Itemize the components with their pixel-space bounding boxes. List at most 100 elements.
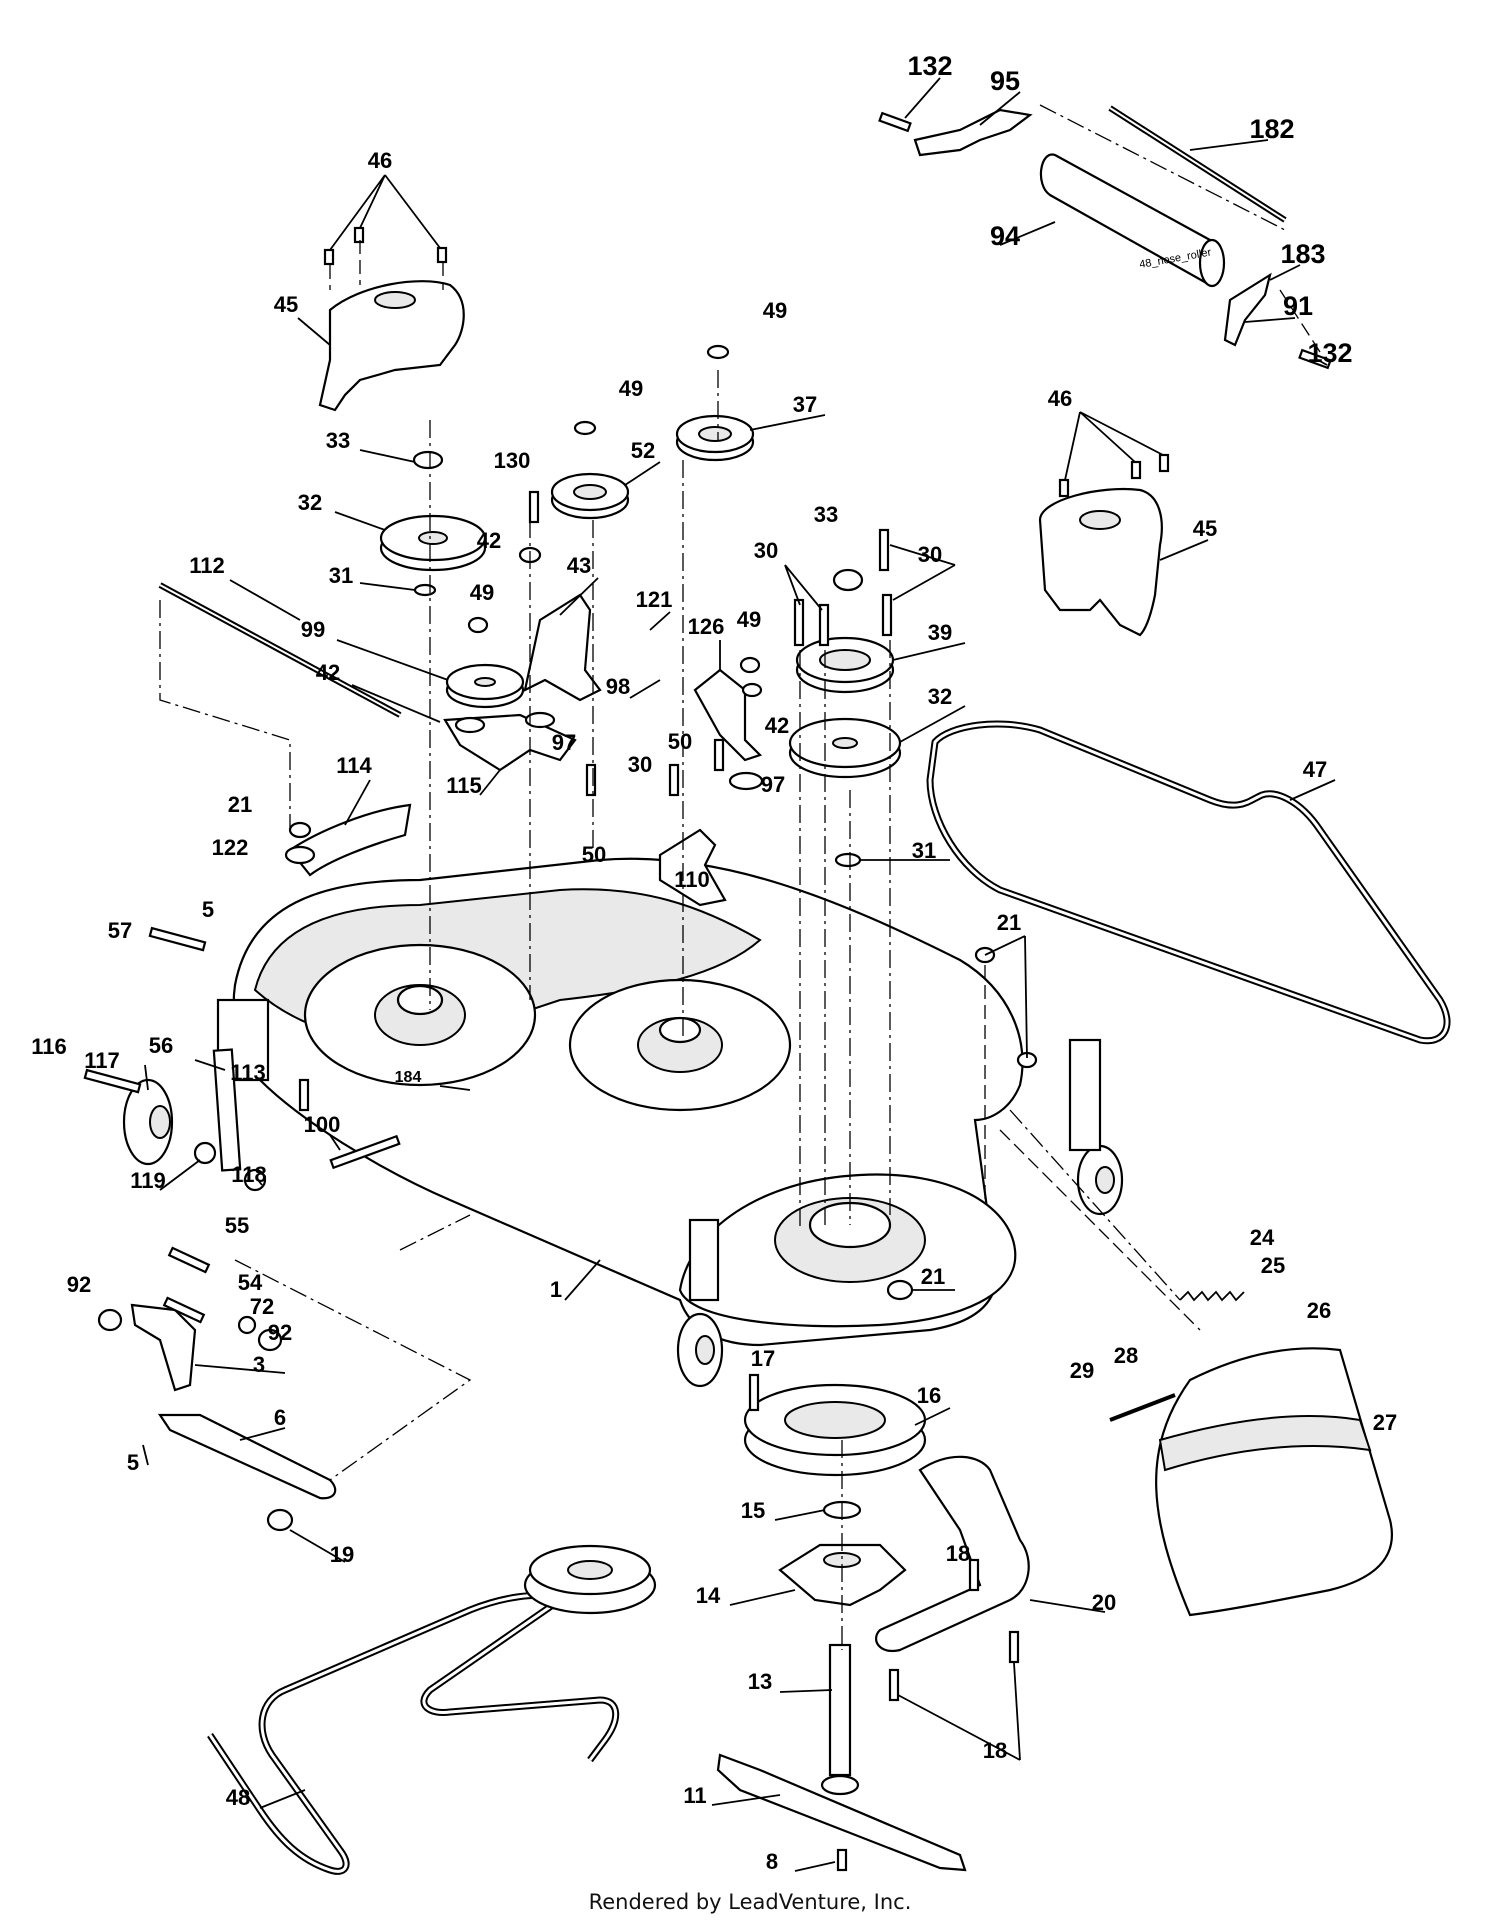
bracket-95: [913, 108, 1033, 157]
callout-c95: 95: [990, 66, 1020, 96]
callout-c30c: 30: [918, 542, 942, 567]
discharge-chute-27: [1155, 1347, 1393, 1617]
callout-c37: 37: [793, 392, 817, 417]
callout-c15: 15: [741, 1498, 765, 1523]
belt-48: [207, 1591, 620, 1875]
callout-c57: 57: [108, 918, 132, 943]
callout-c19: 19: [330, 1542, 354, 1567]
callout-c45b: 45: [1193, 516, 1217, 541]
callout-c49b: 49: [763, 298, 787, 323]
callout-c33a: 33: [326, 428, 350, 453]
callout-c18b: 18: [983, 1738, 1007, 1763]
callout-c91: 91: [1283, 291, 1313, 321]
axle-182: [1108, 105, 1287, 223]
callout-c50b: 50: [582, 842, 606, 867]
callout-c20: 20: [1092, 1590, 1116, 1615]
callout-c26: 26: [1307, 1298, 1331, 1323]
callout-c8: 8: [766, 1849, 778, 1874]
leader-lines: [142, 77, 1336, 1872]
callout-c49a: 49: [619, 376, 643, 401]
callout-c100: 100: [304, 1112, 341, 1137]
rod-29: [1109, 1393, 1176, 1422]
footer-credit: Rendered by LeadVenture, Inc.: [588, 1890, 912, 1914]
baffle-114: [288, 803, 412, 877]
mower-deck-1: [216, 857, 1024, 1347]
callout-c98: 98: [606, 674, 630, 699]
callout-c13: 13: [748, 1669, 772, 1694]
callout-c115: 115: [446, 773, 482, 798]
belt-47: [926, 720, 1451, 1045]
callout-c56: 56: [149, 1033, 173, 1058]
callout-c117: 117: [84, 1048, 120, 1073]
callout-c32a: 32: [298, 490, 322, 515]
callout-c183: 183: [1280, 239, 1325, 269]
callout-c43: 43: [567, 553, 591, 578]
bracket-110: [658, 828, 727, 907]
link-6: [157, 1413, 337, 1500]
callout-c54: 54: [238, 1270, 263, 1295]
callout-c21c: 21: [921, 1264, 945, 1289]
callout-c182: 182: [1249, 114, 1294, 144]
callout-c42c: 42: [765, 713, 789, 738]
callout-c72: 72: [250, 1294, 274, 1319]
callout-c30a: 30: [628, 752, 652, 777]
callout-c50a: 50: [668, 729, 692, 754]
spring-25: [1179, 1290, 1245, 1302]
pulley-32-left: [379, 514, 487, 572]
gauge-wheel-117: [122, 1078, 174, 1166]
callout-c30b: 30: [754, 538, 778, 563]
callout-c119: 119: [130, 1168, 166, 1193]
callout-c52: 52: [631, 438, 655, 463]
callout-c42a: 42: [477, 528, 501, 553]
callout-c5b: 5: [127, 1450, 139, 1475]
callout-c184: 184: [395, 1069, 422, 1086]
callout-c18a: 18: [946, 1541, 970, 1566]
pulley-32-right: [788, 717, 902, 779]
nose-roller-94: 48_nose_roller: [1039, 153, 1226, 288]
pulley-39: [795, 636, 895, 694]
callout-c132b: 132: [1307, 338, 1352, 368]
pulley-99: [445, 663, 525, 709]
callout-c31a: 31: [329, 563, 353, 588]
bracket-3: [130, 1303, 197, 1392]
callout-c110: 110: [674, 867, 710, 892]
callout-c99: 99: [301, 617, 325, 642]
callout-c132a: 132: [907, 51, 952, 81]
callout-c97a: 97: [552, 730, 576, 755]
callout-c92a: 92: [67, 1272, 91, 1297]
callout-c3: 3: [253, 1352, 265, 1377]
callout-c27: 27: [1373, 1410, 1397, 1435]
pulley-assembly-48: [523, 1544, 657, 1615]
callout-c130: 130: [494, 448, 531, 473]
rod-112: [158, 582, 402, 718]
callout-c121: 121: [636, 587, 673, 612]
callout-c122: 122: [212, 835, 249, 860]
callout-c55: 55: [225, 1213, 249, 1238]
callout-c28: 28: [1114, 1343, 1138, 1368]
callout-c49d: 49: [737, 607, 761, 632]
callout-c24: 24: [1250, 1225, 1275, 1250]
callout-c29: 29: [1070, 1358, 1094, 1383]
callout-c92b: 92: [268, 1320, 292, 1345]
belt-cover-45-right: [1038, 487, 1163, 637]
callout-c47: 47: [1303, 757, 1327, 782]
bracket-91: [1223, 272, 1272, 347]
callout-c126: 126: [688, 614, 725, 639]
belt-cover-45-left: [318, 280, 465, 412]
spacer-16: [743, 1383, 927, 1477]
alignment-lines: [159, 104, 1321, 1650]
callout-c17: 17: [751, 1346, 775, 1371]
deflector-20: [875, 1455, 1030, 1653]
callout-c25: 25: [1261, 1253, 1285, 1278]
idler-pulley-52: [550, 472, 630, 520]
callout-c49c: 49: [470, 580, 494, 605]
callout-c31b: 31: [912, 838, 936, 863]
callout-c45a: 45: [274, 292, 298, 317]
callout-c113: 113: [230, 1060, 266, 1085]
callout-c94: 94: [990, 221, 1020, 251]
callout-c14: 14: [696, 1583, 721, 1608]
callout-c116: 116: [31, 1034, 67, 1059]
bracket-56: [212, 1048, 242, 1172]
